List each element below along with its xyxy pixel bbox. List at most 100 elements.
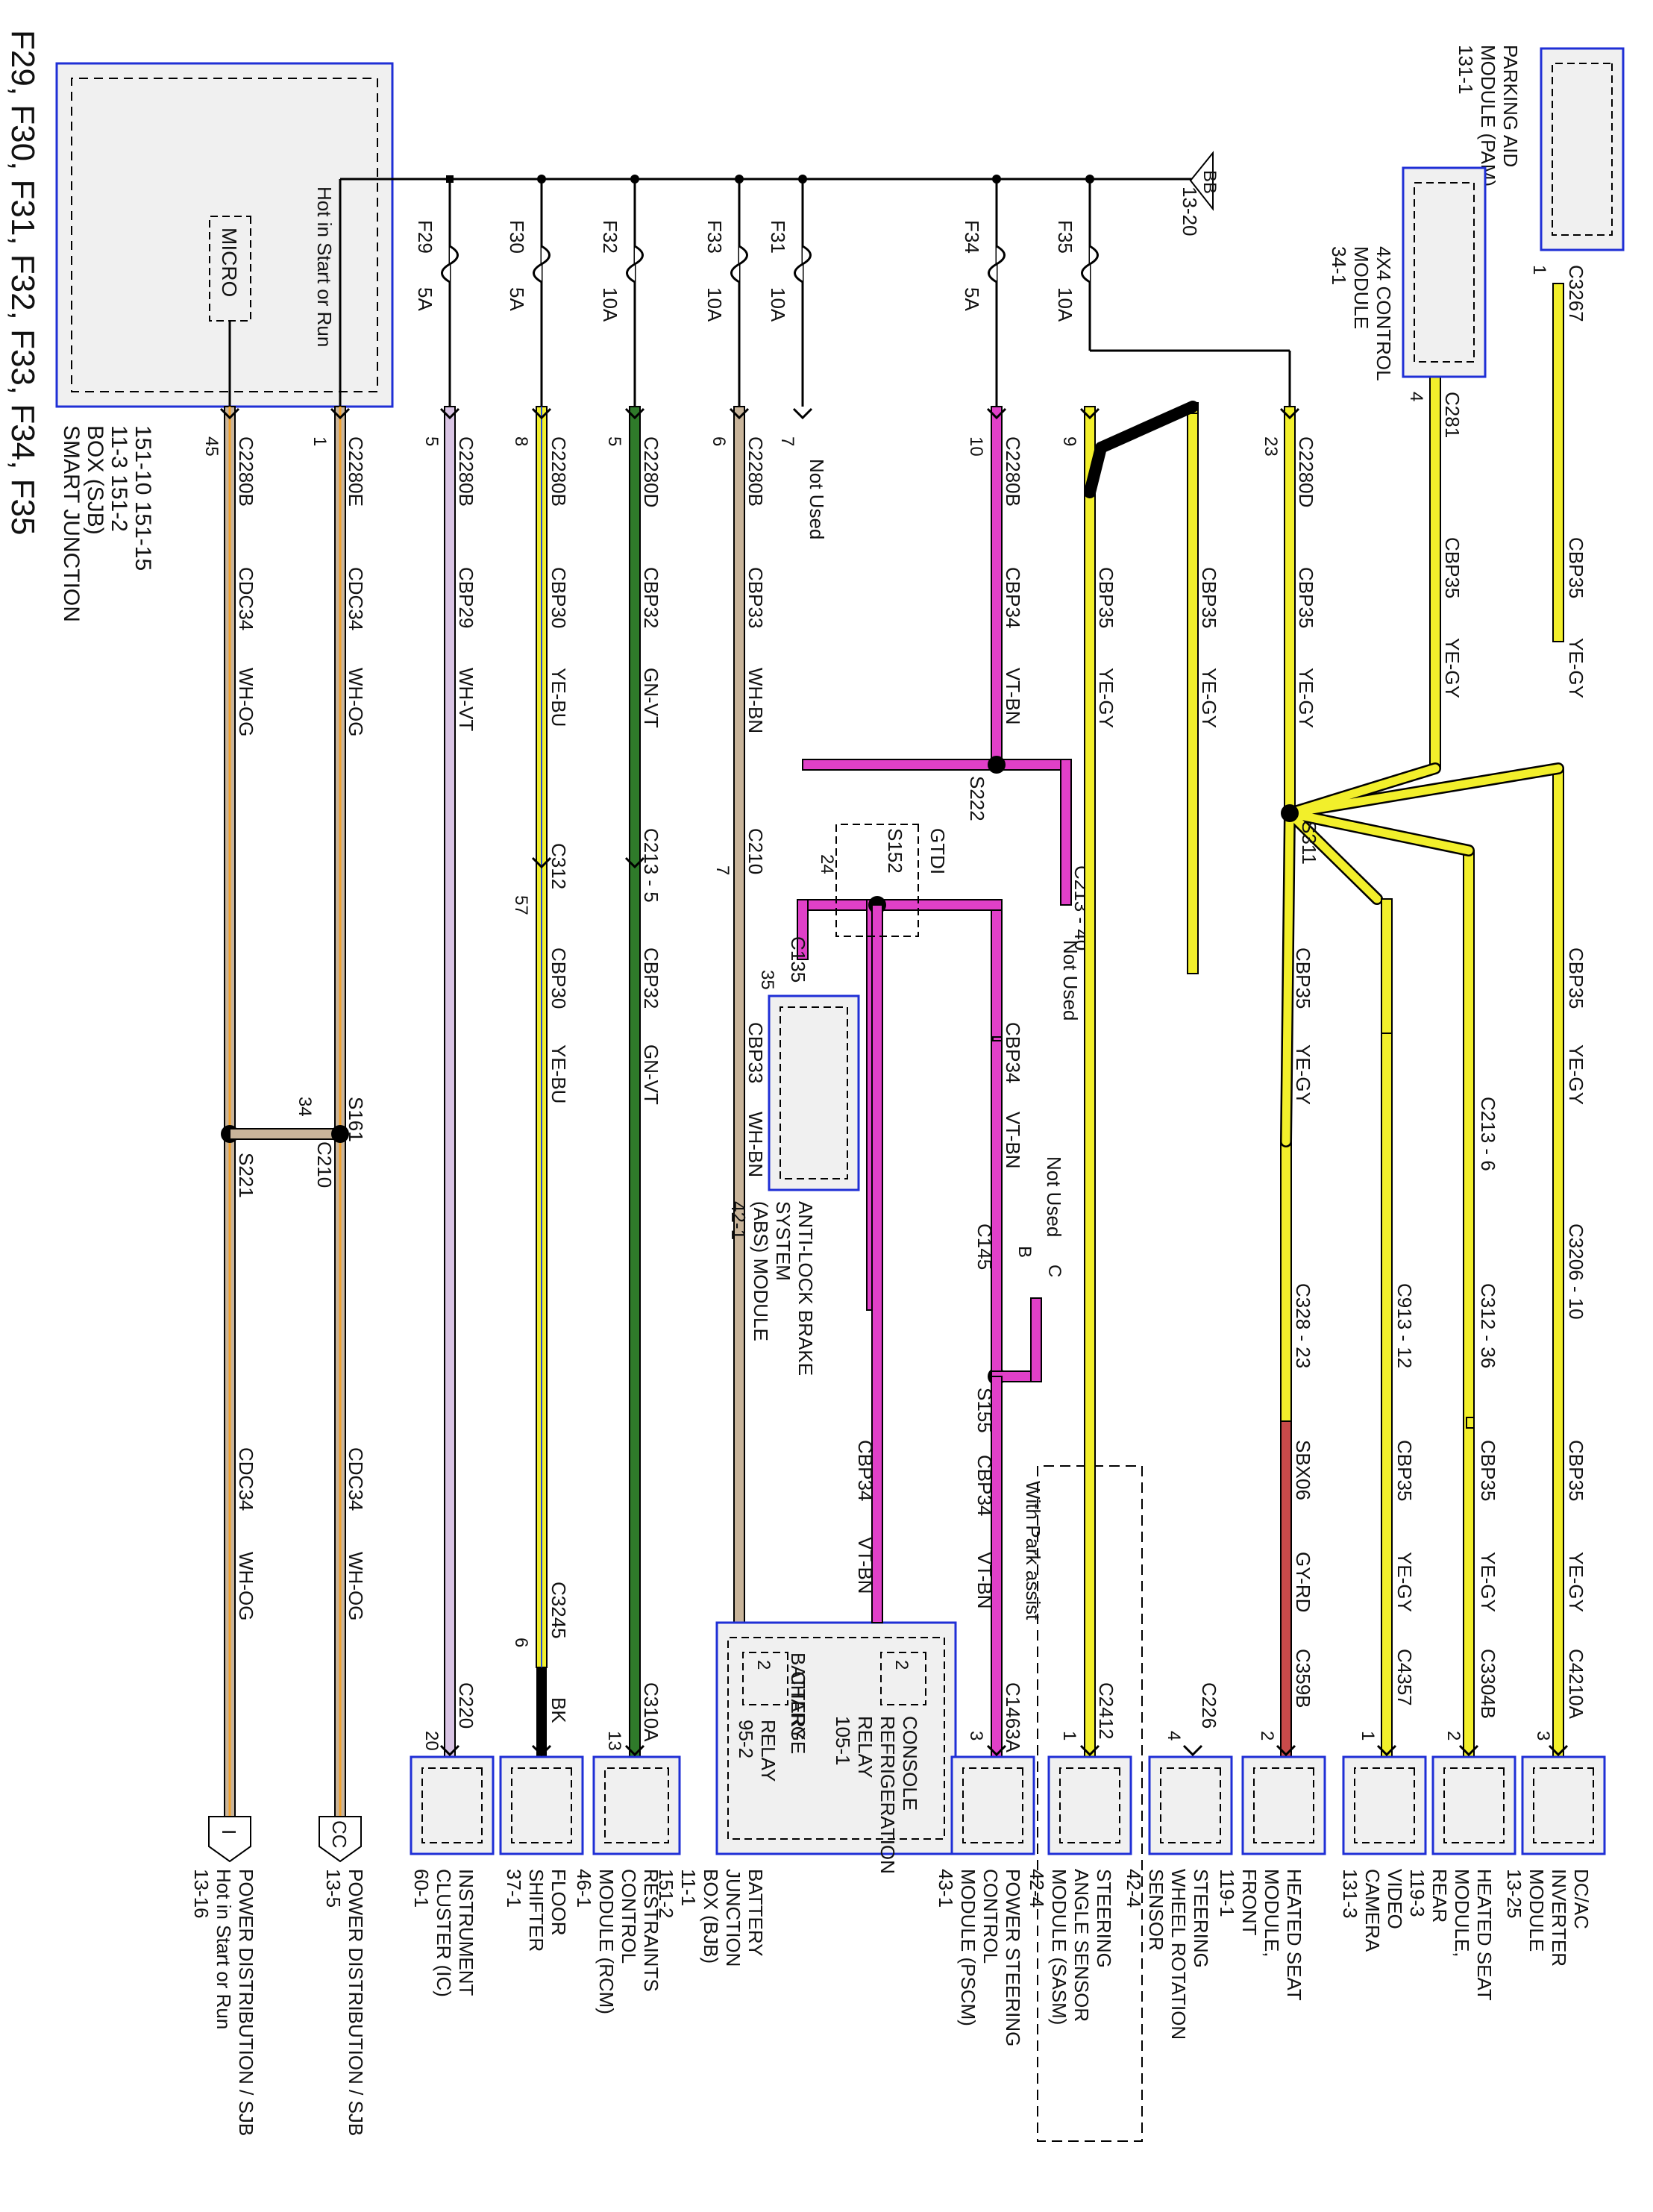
dest-power-dist-1: POWER DISTRIBUTION / SJB xyxy=(235,1869,257,2136)
dest-abs-4: 42-1 xyxy=(727,1201,750,1240)
circuit-cbp35-wires xyxy=(1084,283,1564,1758)
color-gn-vt-1: GN-VT xyxy=(640,668,662,728)
fuse-f31-name: F31 xyxy=(767,220,789,254)
pin-57: 57 xyxy=(511,895,531,915)
circuit-cbp33-label-1: CBP33 xyxy=(744,567,767,628)
color-vt-bn-4: VT-BN xyxy=(973,1552,996,1609)
color-wh-og-3: WH-OG xyxy=(345,668,367,736)
fuse-f29-symbol xyxy=(441,245,459,283)
rear-seat-module xyxy=(1431,1755,1516,1855)
circuit-cbp35-label-g: CBP35 xyxy=(1477,1440,1499,1501)
dest-bjb-4: 11-1 xyxy=(677,1869,700,1906)
fuse-f33-rating: 10A xyxy=(703,287,726,322)
pin-7-c210: 7 xyxy=(712,865,733,875)
pin-1: 1 xyxy=(310,436,330,446)
fuse-f29-rating: 5A xyxy=(414,287,436,311)
circuit-cbp35-label-j: CBP35 xyxy=(1198,567,1220,628)
fuse-f35-rating: 10A xyxy=(1054,287,1076,322)
crr-label-1: CONSOLE xyxy=(899,1716,921,1811)
color-ye-bu-1: YE-BU xyxy=(548,668,570,727)
circuit-cbp35-label-e: CBP35 xyxy=(1565,947,1587,1009)
floor-shifter-module xyxy=(499,1755,584,1855)
dest-inverter-2: INVERTER xyxy=(1548,1869,1570,1967)
pin-4-4x4: 4 xyxy=(1406,392,1426,401)
bcr-label-2: CHARGE xyxy=(787,1671,809,1754)
color-wh-og-4: WH-OG xyxy=(345,1552,367,1620)
console-refrigeration-relay xyxy=(880,1652,926,1705)
pin-9: 9 xyxy=(1059,436,1079,446)
not-used-c145: Not Used xyxy=(1043,1156,1065,1237)
circuit-cbp35-label-h: CBP35 xyxy=(1393,1440,1416,1501)
inverter-module xyxy=(1521,1755,1606,1855)
dest-bjb-5: 151-2 xyxy=(655,1869,677,1919)
conn-c1463a: C1463A xyxy=(1002,1682,1024,1753)
dest-bjb-2: JUNCTION xyxy=(722,1869,744,1967)
circuit-cdc34-label-3: CDC34 xyxy=(345,567,367,630)
circuit-cbp34-label-1: CBP34 xyxy=(1002,567,1024,628)
color-vt-bn-3: VT-BN xyxy=(854,1537,876,1594)
dest-pam-1: PARKING AID xyxy=(1499,45,1522,167)
circuit-cbp32-label-2: CBP32 xyxy=(640,947,662,1009)
circuit-cdc34-label-1: CDC34 xyxy=(235,567,257,630)
camera-module xyxy=(1342,1755,1427,1855)
dest-front-seat-3: FRONT xyxy=(1238,1869,1261,1936)
dest-shifter-3: 37-1 xyxy=(503,1869,525,1908)
conn-c220: C220 xyxy=(455,1682,477,1729)
conn-c210-7: C210 xyxy=(744,828,767,874)
s152-box xyxy=(835,824,919,937)
circuit-cbp30 xyxy=(536,406,548,1757)
dest-swrs-3: SENSOR xyxy=(1145,1869,1167,1951)
circuit-cbp35-label-c: CBP35 xyxy=(1565,537,1587,598)
color-vt-bn-1: VT-BN xyxy=(1002,668,1024,725)
ground-label: BB xyxy=(1199,170,1220,194)
circuit-cdc34-label-4: CDC34 xyxy=(345,1447,367,1511)
conn-c2280b-6: C2280B xyxy=(744,436,767,507)
circuit-cbp34-label-4: CBP34 xyxy=(973,1455,996,1516)
color-ye-gy-g: YE-GY xyxy=(1477,1552,1499,1612)
fuse-f34-symbol xyxy=(988,245,1006,283)
dest-ic-2: CLUSTER (IC) xyxy=(433,1869,455,1997)
offpage-i-label: I xyxy=(218,1829,240,1835)
dest-inverter-4: 13-25 xyxy=(1503,1869,1525,1919)
pin-35: 35 xyxy=(757,970,777,990)
dest-13-5: 13-5 xyxy=(322,1869,345,1908)
circuit-cbp35-label-f: CBP35 xyxy=(1565,1440,1587,1501)
conn-c312: C312 xyxy=(548,843,570,889)
pscm-module xyxy=(950,1755,1035,1855)
conn-c213-6: C213 - 6 xyxy=(1477,1097,1499,1171)
crr-label-4: 105-1 xyxy=(832,1716,854,1766)
fuse-f31-rating: 10A xyxy=(767,287,789,322)
circuit-sbx06 xyxy=(1280,1420,1292,1758)
fuse-f35-symbol xyxy=(1081,245,1099,283)
conn-c135: C135 xyxy=(787,936,809,983)
pin-45: 45 xyxy=(201,436,222,457)
crr-label-2: REFRIGERATION xyxy=(876,1716,899,1874)
dest-sasm-2: ANGLE SENSOR xyxy=(1070,1869,1093,2022)
offpage-cc-label: CC xyxy=(328,1820,351,1849)
rcm-module xyxy=(592,1755,681,1855)
color-ye-gy-h: YE-GY xyxy=(1393,1552,1416,1612)
relay-pin-1: 2 xyxy=(753,1660,774,1670)
circuit-cbp33 xyxy=(733,406,745,1623)
circuit-sbx06-label: SBX06 xyxy=(1292,1440,1314,1500)
dest-ic-3: 60-1 xyxy=(410,1869,433,1908)
pin-2-front-seat: 2 xyxy=(1257,1731,1277,1741)
dest-rcm-2: CONTROL xyxy=(618,1869,640,1964)
fuse-f32-symbol xyxy=(626,245,644,283)
dest-rear-seat-4: 119-3 xyxy=(1406,1869,1428,1917)
dest-pscm-2: CONTROL xyxy=(979,1869,1002,1964)
fuse-drops xyxy=(448,179,1291,407)
micro-label: MICRO xyxy=(218,228,241,297)
fuse-f30-rating: 5A xyxy=(506,287,528,311)
dest-sasm-1: STEERING xyxy=(1093,1869,1115,1968)
circuit-cbp35-label-a: CBP35 xyxy=(1295,567,1317,628)
circuit-cbp34-label-3: CBP34 xyxy=(854,1440,876,1501)
dest-hot-label: Hot in Start or Run xyxy=(213,1869,235,2029)
pin-5-b: 5 xyxy=(421,436,442,446)
conn-c3304b: C3304B xyxy=(1477,1649,1499,1719)
dest-swrs-2: WHEEL ROTATION xyxy=(1167,1869,1190,2040)
pin-b: B xyxy=(1014,1246,1035,1258)
splice-s155-label: S155 xyxy=(973,1388,996,1433)
circuit-cbp30-label-1: CBP30 xyxy=(548,567,570,628)
